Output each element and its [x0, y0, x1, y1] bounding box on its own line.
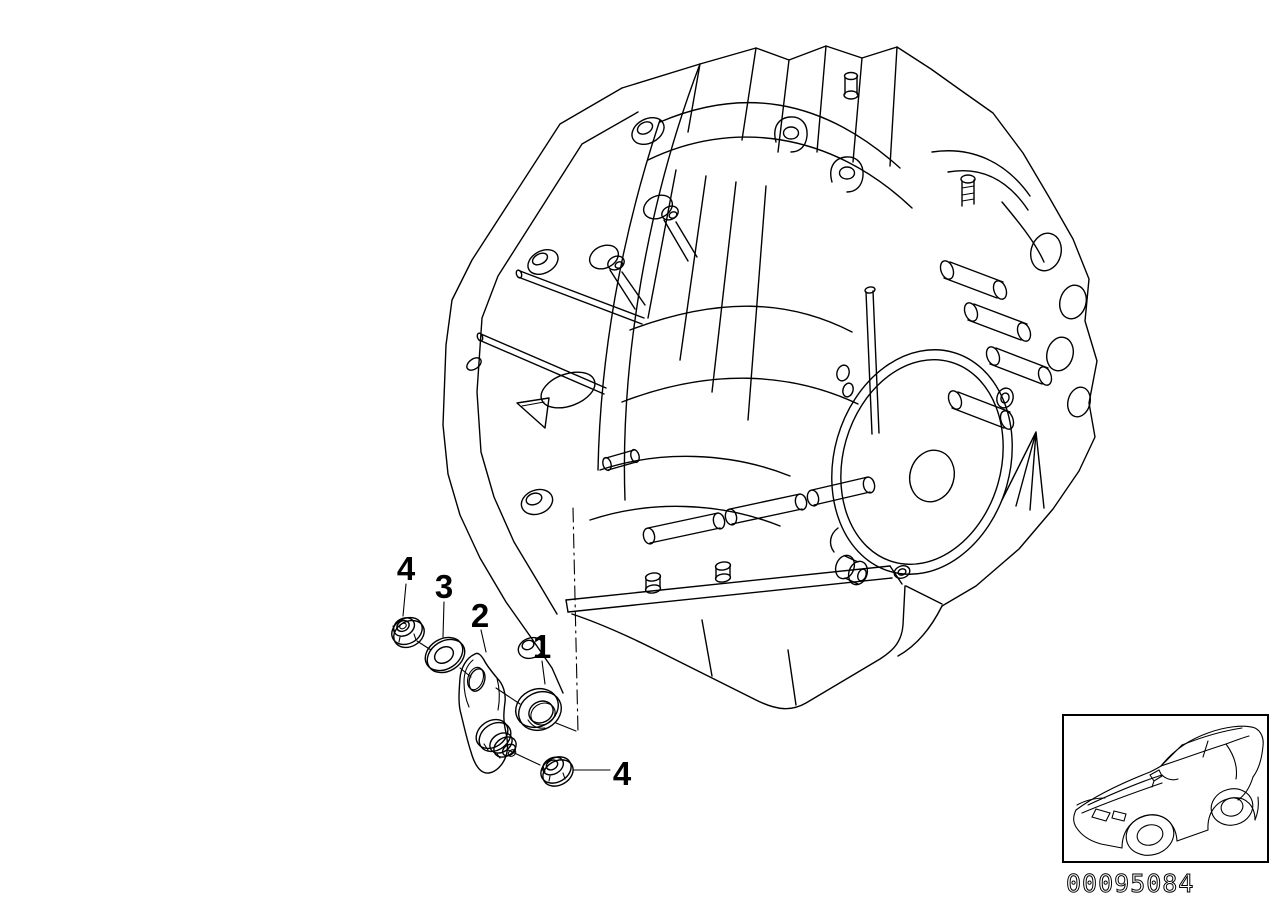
- solenoid-cluster: [864, 150, 1092, 511]
- mounting-lugs: [774, 71, 864, 193]
- diagram-number: 00095084: [1066, 869, 1194, 898]
- selector-cylinders: [476, 269, 876, 586]
- callout-label-4-upper: 4: [397, 550, 416, 587]
- torque-converter-cover: [829, 349, 1014, 579]
- part-washer: [424, 636, 466, 674]
- assembly-centerline: [572, 507, 579, 733]
- callout-label-2: 2: [471, 597, 489, 634]
- part-nut-lower: [540, 756, 574, 787]
- part-seal-ring: [515, 687, 562, 732]
- callout-labels: 4 3 2 1 4: [397, 550, 632, 792]
- gearbox-housing: [442, 45, 1098, 694]
- part-bracket: [458, 652, 517, 774]
- car-silhouette-icon: [1073, 725, 1264, 856]
- callout-label-4-lower: 4: [613, 755, 632, 792]
- car-thumbnail-frame: [1062, 714, 1269, 863]
- callout-label-3: 3: [435, 568, 453, 605]
- callout-label-1: 1: [533, 628, 551, 665]
- car-thumbnail: 00095084: [1062, 714, 1269, 899]
- breather-studs: [588, 194, 698, 310]
- part-nut-upper: [391, 616, 425, 649]
- oil-pan: [565, 561, 943, 710]
- leader-lines: [402, 507, 611, 771]
